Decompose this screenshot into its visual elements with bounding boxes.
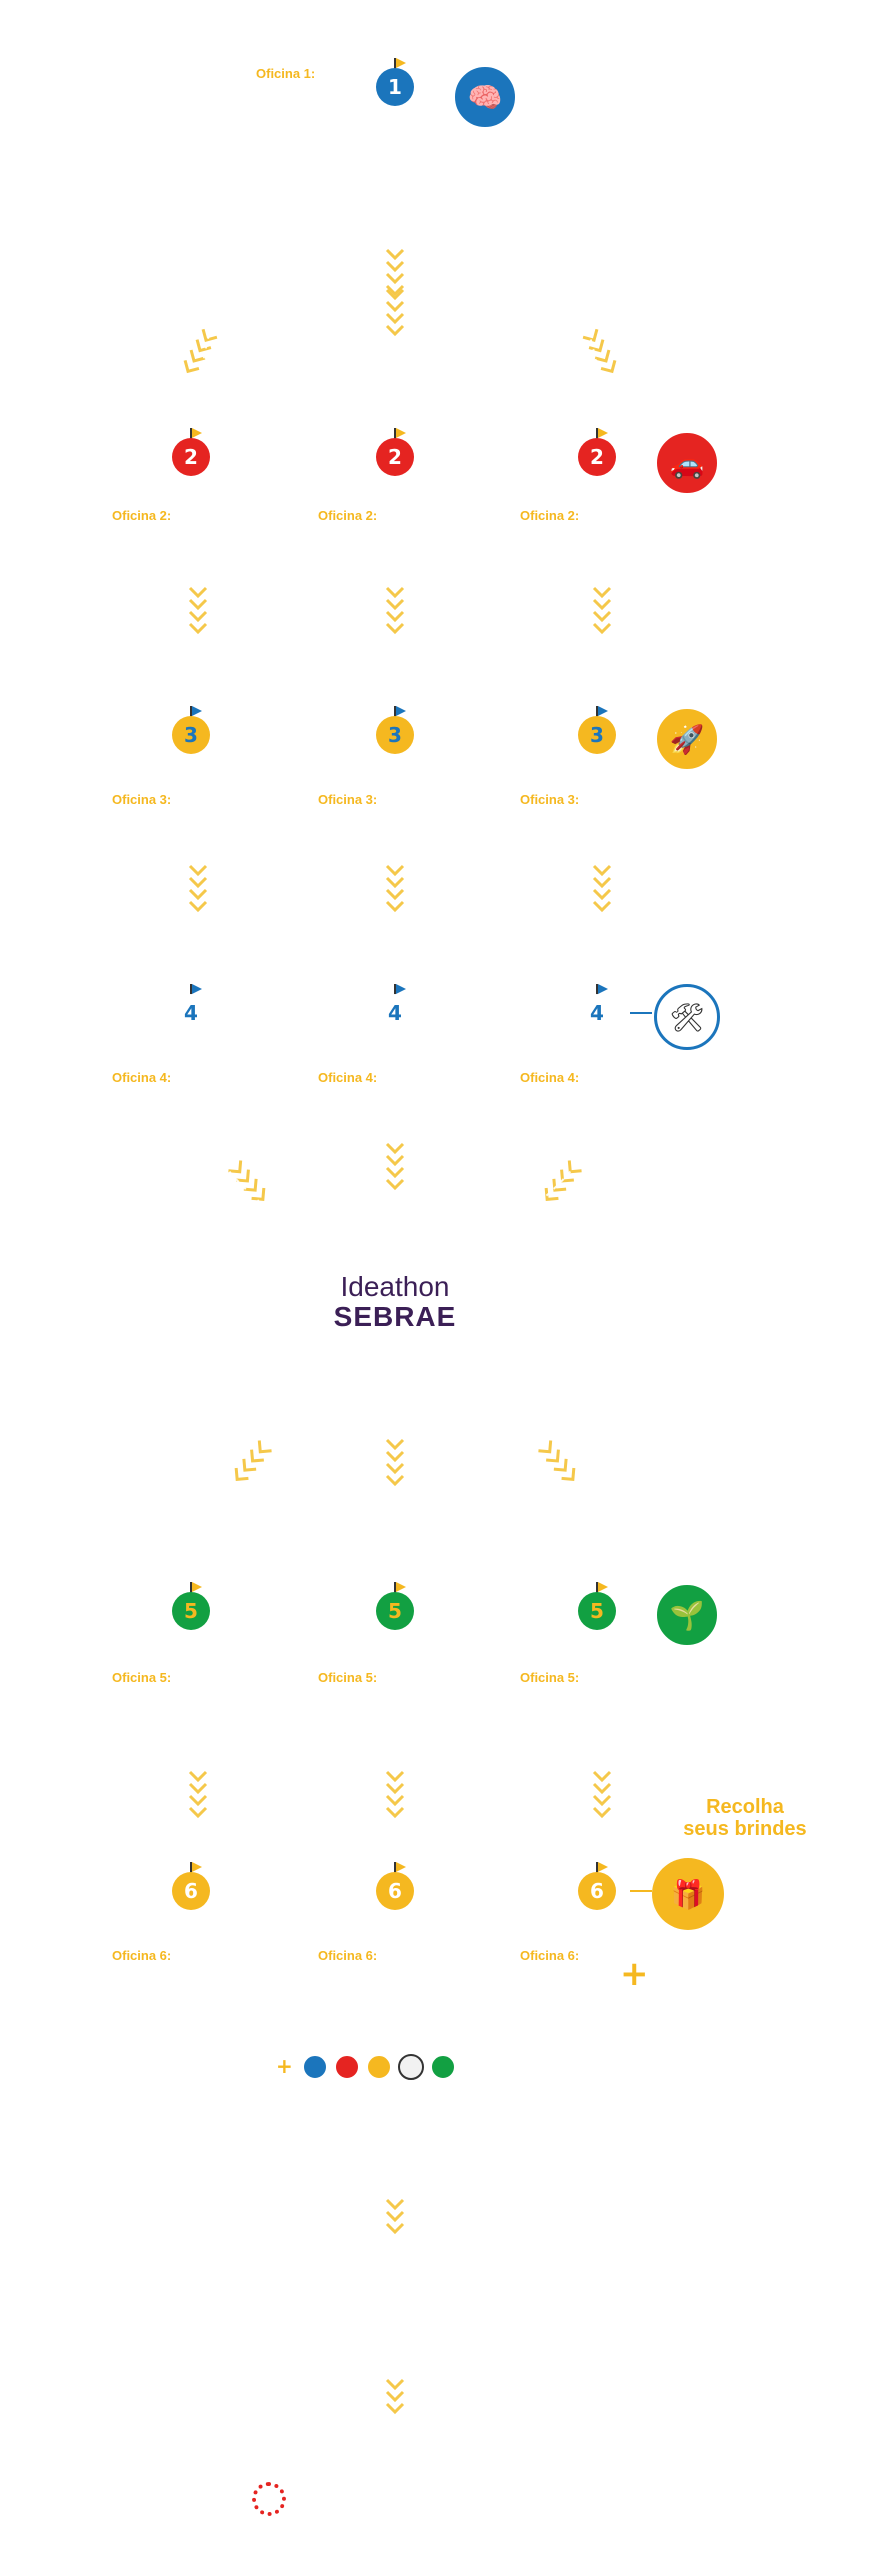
workshop-description: Estratégia de marketing: [269, 1088, 386, 1100]
workshop-title: Oficina 4:: [318, 1070, 378, 1085]
workshop-description: Preparação para a banca: [261, 1966, 386, 1978]
ideathon-hub: [310, 1228, 484, 1402]
result-title: RESULTADO FINAL: [240, 2448, 460, 2473]
date-tag: 05/04: [112, 1638, 160, 1658]
workshop-number: 4: [388, 1001, 402, 1025]
workshop-title: Oficina 6:: [112, 1948, 172, 1963]
white-badge-icon: 🛠: [654, 984, 720, 1050]
date-tag: 17/03: [518, 482, 566, 502]
date-tag: 16/03: [318, 482, 366, 502]
workshop-number: 3: [184, 723, 198, 747]
workshop-number: 4: [184, 1001, 198, 1025]
date-tag: 12/04: [112, 1916, 160, 1936]
date-tag: 24/03: [518, 760, 566, 780]
workshop-description: Descrição da oficina de ideias inicial: [227, 84, 342, 109]
result-pill: Os seis emblemas conquistados garantem a…: [188, 2084, 608, 2142]
workshop-number: 2: [184, 445, 198, 469]
workshop-description: Ideias para o negócio e modelos de soluç…: [69, 526, 184, 551]
final-stage: Banca 20/04 22/04: [320, 2250, 470, 2321]
gifts-title-line2: seus brindes: [683, 1818, 807, 1840]
workshop-number: 3: [388, 723, 402, 747]
date-tag: 22/03: [112, 760, 160, 780]
date-tag: 13/04: [318, 1916, 366, 1936]
plus-icon: +: [276, 2054, 293, 2078]
workshop-number: 2: [388, 445, 402, 469]
connector-line: [630, 1890, 652, 1892]
blue-badge-mini-icon: [302, 2054, 328, 2080]
workshop-title: Oficina 5:: [318, 1670, 378, 1685]
workshop-number: 6: [388, 1879, 402, 1903]
workshop-number: 5: [590, 1599, 604, 1623]
workshop-description: Pitch e storytelling: [94, 1966, 184, 1978]
gifts-note: Resultado dos selecionados para a banca …: [665, 1950, 855, 1983]
workshop-title: Oficina 4:: [112, 1070, 172, 1085]
workshop-title: Oficina 2:: [112, 508, 172, 523]
workshop-number: 6: [184, 1879, 198, 1903]
workshop-title: Oficina 5:: [112, 1670, 172, 1685]
workshop-title: Oficina 3:: [318, 792, 378, 807]
gifts-title-line1: Recolha: [706, 1796, 784, 1818]
workshop-description: Processos e validação de hipóteses: [260, 810, 386, 835]
workshop-description: Ideias e pensamento crítico: [251, 526, 386, 538]
ideathon-logo: Ideathon SEBRAE: [310, 1272, 480, 1332]
final-label: Banca: [375, 2250, 415, 2265]
logo-line2: SEBRAE: [333, 1301, 457, 1332]
workshop-title: Oficina 3:: [520, 792, 580, 807]
workshop-description: Prototipagem e testes de conceito: [463, 810, 586, 835]
workshop-number: 2: [590, 445, 604, 469]
date-tag: 29/03: [112, 1038, 160, 1058]
workshop-number: 5: [388, 1599, 402, 1623]
workshop-description: Comunicação e apresentação: [509, 1088, 586, 1113]
workshop-title: Oficina 6:: [520, 1948, 580, 1963]
green-badge-mini-icon: [430, 2054, 456, 2080]
date-tag: 14/04: [518, 1916, 566, 1936]
workshop-description: Parcerias e redes de apoio: [254, 1688, 386, 1700]
workshop-title: Oficina 5:: [520, 1670, 580, 1685]
blue-badge-icon: 🧠: [452, 64, 518, 130]
workshop-title: Oficina 6:: [318, 1948, 378, 1963]
white-badge-mini-icon: [398, 2054, 424, 2080]
red-badge-mini-icon: [334, 2054, 360, 2080]
date-tag: 15/03: [112, 482, 160, 502]
workshop-title: Oficina 1:: [256, 66, 316, 81]
workshop-description: Modelagem de negócio e proposta de valor: [60, 810, 184, 835]
date-tag: 23/03: [318, 760, 366, 780]
green-badge-icon: 🌱: [654, 1582, 720, 1648]
workshop-description: Mercado, clientes e canais: [455, 1688, 586, 1700]
gifts-title: Recolha seus brindes: [660, 1796, 830, 1840]
date-tag: 07/04: [518, 1638, 566, 1658]
workshop-number: 3: [590, 723, 604, 747]
yellow-badge-mini-icon: [366, 2054, 392, 2080]
workshop-title: Oficina 4:: [520, 1070, 580, 1085]
workshop-title: Oficina 2:: [318, 508, 378, 523]
date-tag: 06/04: [318, 1638, 366, 1658]
workshop-number: 5: [184, 1599, 198, 1623]
plus-icon: +: [620, 1954, 649, 1994]
date-tag: 11/03 a 13/03: [228, 36, 317, 56]
result-line1: Premiação dos vencedores: [296, 2484, 491, 2501]
final-date1: 20/04: [362, 2264, 428, 2294]
date-tag: 30/03: [318, 1038, 366, 1058]
logo-line1: Ideathon: [340, 1271, 450, 1302]
result-line2: SEBRAE + Equipe Parceira: [296, 2504, 489, 2521]
workshop-description: Ensaio final da apresentação: [444, 1966, 586, 1978]
workshop-description: Sustentabilidade e impacto social: [93, 1688, 184, 1713]
yellow-badge-icon: 🚀: [654, 706, 720, 772]
workshop-number: 6: [590, 1879, 604, 1903]
workshop-description: Negócios de impacto e inovação: [474, 526, 586, 551]
workshop-title: Oficina 3:: [112, 792, 172, 807]
date-tag: 31/03: [518, 1038, 566, 1058]
workshop-title: Oficina 2:: [520, 508, 580, 523]
red-badge-icon: 🚗: [654, 430, 720, 496]
dots-logo-icon: [252, 2482, 286, 2516]
gift-icon: 🎁: [652, 1858, 724, 1930]
workshop-number: 4: [590, 1001, 604, 1025]
connector-line: [630, 1012, 652, 1014]
workshop-description: Planejamento financeiro do negócio: [65, 1088, 184, 1113]
workshop-number: 1: [388, 75, 402, 99]
final-date2: 22/04: [362, 2292, 428, 2322]
